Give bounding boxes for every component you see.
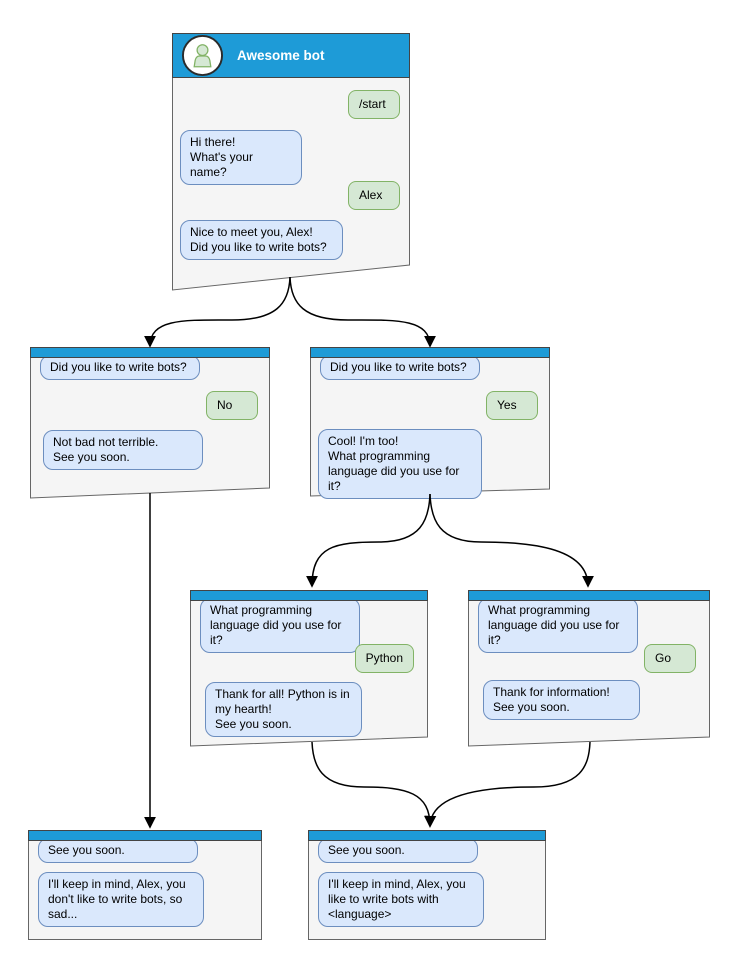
chat-window-end-no: See you soon. I'll keep in mind, Alex, y… [28,830,262,940]
chat-window-branch-no: Did you like to write bots? No Not bad n… [30,347,270,499]
bot-message-bubble: Thank for all! Python is in my hearth! S… [205,682,362,737]
chat-window-end-language: See you soon. I'll keep in mind, Alex, y… [308,830,546,940]
chat-window-branch-go: What programming language did you use fo… [468,590,710,747]
person-icon [181,34,224,77]
bot-message-bubble: Hi there! What's your name? [180,130,302,185]
connector-yes-to-go [429,493,594,588]
bot-message-bubble: Did you like to write bots? [320,355,480,380]
user-message-bubble: No [206,391,258,420]
chat-window-main: /start Hi there! What's your name? Alex … [172,33,410,293]
bot-message-bubble: I'll keep in mind, Alex, you like to wri… [318,872,484,927]
window-header [190,590,428,601]
chat-window-branch-python: What programming language did you use fo… [190,590,428,747]
window-header [468,590,710,601]
bot-message-bubble: Did you like to write bots? [40,355,200,380]
window-header [308,830,546,841]
avatar [181,34,224,77]
connector-go-to-end [424,741,591,828]
connector-python-to-end [311,741,436,828]
bot-message-bubble: Cool! I'm too! What programming language… [318,429,482,499]
connector-yes-to-python [306,493,431,588]
bot-message-bubble: Thank for information! See you soon. [483,680,640,720]
bot-message-bubble: See you soon. [318,838,478,863]
user-message-bubble: Python [354,644,414,673]
bot-message-bubble: What programming language did you use fo… [478,598,638,653]
bot-message-bubble: What programming language did you use fo… [200,598,360,653]
user-message-bubble: /start [348,90,400,119]
chat-window-branch-yes: Did you like to write bots? Yes Cool! I'… [310,347,550,499]
window-header [30,347,270,358]
window-header [310,347,550,358]
bot-message-bubble: Nice to meet you, Alex! Did you like to … [180,220,343,260]
bot-message-bubble: I'll keep in mind, Alex, you don't like … [38,872,204,927]
user-message-bubble: Alex [348,181,400,210]
window-header: Awesome bot [172,33,410,78]
bot-message-bubble: See you soon. [38,838,198,863]
bot-message-bubble: Not bad not terrible. See you soon. [43,430,203,470]
user-message-bubble: Go [644,644,696,673]
user-message-bubble: Yes [486,391,538,420]
window-header [28,830,262,841]
window-title: Awesome bot [237,48,325,63]
